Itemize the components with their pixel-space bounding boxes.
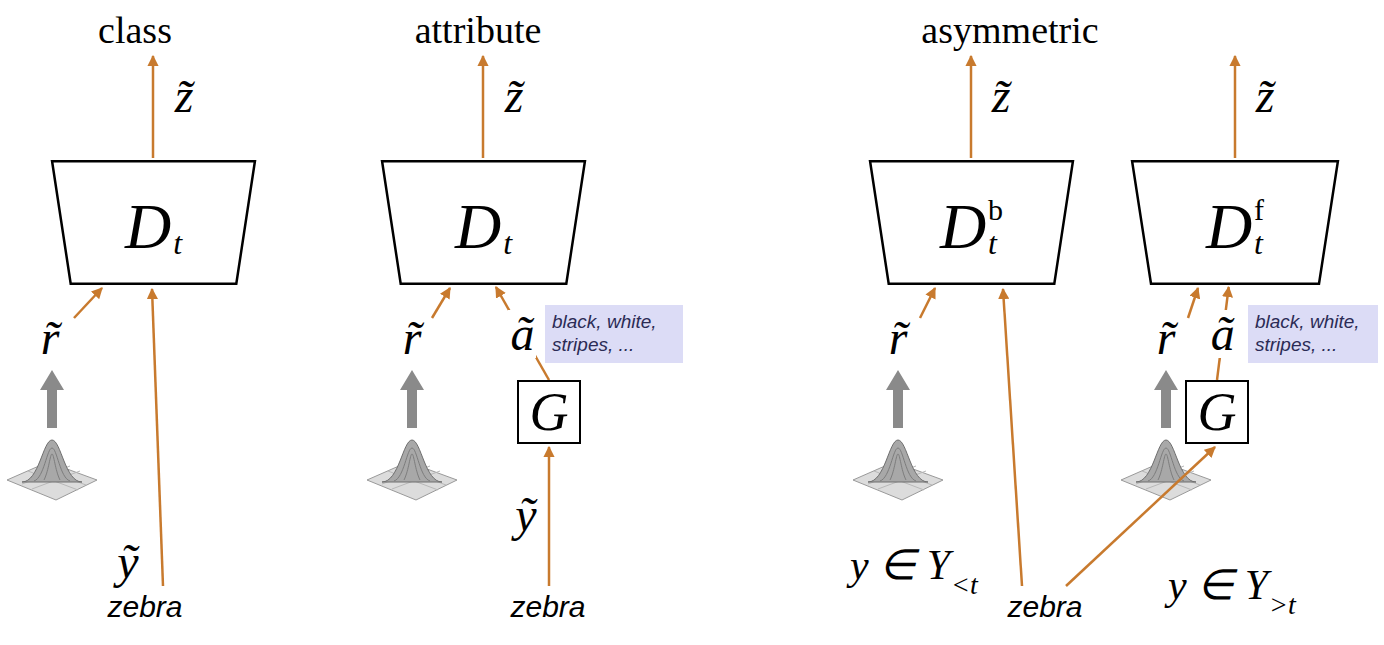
symbol-letter: D bbox=[940, 195, 986, 259]
math-symbol: >t bbox=[1269, 591, 1296, 619]
math-symbol: ỹ bbox=[117, 538, 138, 586]
discriminator-trapezoid: Dt bbox=[50, 160, 257, 285]
math-symbol: y ∈ Y bbox=[850, 544, 950, 586]
symbol-letter: D bbox=[455, 195, 501, 259]
class-name: zebra bbox=[510, 592, 585, 622]
generator-box: G bbox=[1185, 380, 1249, 444]
math-symbol: r̃ bbox=[403, 314, 422, 362]
subscript: t bbox=[173, 227, 182, 259]
symbol-group: Dft bbox=[1130, 160, 1340, 285]
index-stack: t bbox=[503, 195, 512, 259]
symbol-letter: D bbox=[125, 195, 171, 259]
class-name: zebra bbox=[107, 592, 182, 622]
attribute-connector bbox=[496, 287, 549, 380]
symbol-group: Dt bbox=[380, 160, 587, 285]
panel-heading: asymmetric bbox=[921, 11, 1098, 49]
symbol-group: Dbt bbox=[868, 160, 1075, 285]
math-symbol: r̃ bbox=[41, 314, 60, 362]
attribute-text: black, white, stripes, ... bbox=[552, 311, 676, 357]
discriminator-trapezoid: Dbt bbox=[868, 160, 1075, 285]
math-symbol: z̃ bbox=[505, 72, 524, 120]
discriminator-trapezoid: Dft bbox=[1130, 160, 1340, 285]
index-stack: ft bbox=[1254, 195, 1264, 259]
symbol-letter: D bbox=[1206, 195, 1252, 259]
generator-symbol: G bbox=[1198, 385, 1237, 439]
math-symbol: z̃ bbox=[992, 72, 1011, 120]
subscript: t bbox=[503, 227, 512, 259]
attribute-text: black, white, stripes, ... bbox=[1255, 311, 1371, 357]
math-symbol: z̃ bbox=[1256, 72, 1275, 120]
math-symbol: ỹ bbox=[515, 491, 536, 539]
class-name: zebra bbox=[1007, 592, 1082, 622]
flow-arrow bbox=[74, 56, 1235, 586]
superscript: f bbox=[1254, 195, 1264, 225]
attribute-note: black, white, stripes, ... bbox=[1248, 305, 1378, 363]
math-symbol: z̃ bbox=[175, 72, 194, 120]
attribute-symbol: ã bbox=[508, 310, 536, 358]
panel-heading: class bbox=[98, 11, 172, 49]
index-stack: bt bbox=[988, 195, 1003, 259]
math-symbol: r̃ bbox=[1157, 314, 1176, 362]
subscript: t bbox=[1254, 227, 1264, 259]
discriminator-trapezoid: Dt bbox=[380, 160, 587, 285]
symbol-group: Dt bbox=[50, 160, 257, 285]
subscript: t bbox=[988, 227, 1003, 259]
generator-symbol: G bbox=[530, 385, 569, 439]
superscript: b bbox=[988, 195, 1003, 225]
math-symbol: r̃ bbox=[889, 314, 908, 362]
attribute-note: black, white, stripes, ... bbox=[545, 305, 683, 363]
sampling-arrow bbox=[40, 370, 1178, 428]
gaussian-noise bbox=[7, 440, 1211, 500]
generator-box: G bbox=[517, 380, 581, 444]
attribute-symbol: ã bbox=[1209, 310, 1237, 358]
index-stack: t bbox=[173, 195, 182, 259]
math-symbol: y ∈ Y bbox=[1168, 564, 1268, 606]
panel-heading: attribute bbox=[415, 11, 542, 49]
math-symbol: <t bbox=[951, 571, 978, 599]
